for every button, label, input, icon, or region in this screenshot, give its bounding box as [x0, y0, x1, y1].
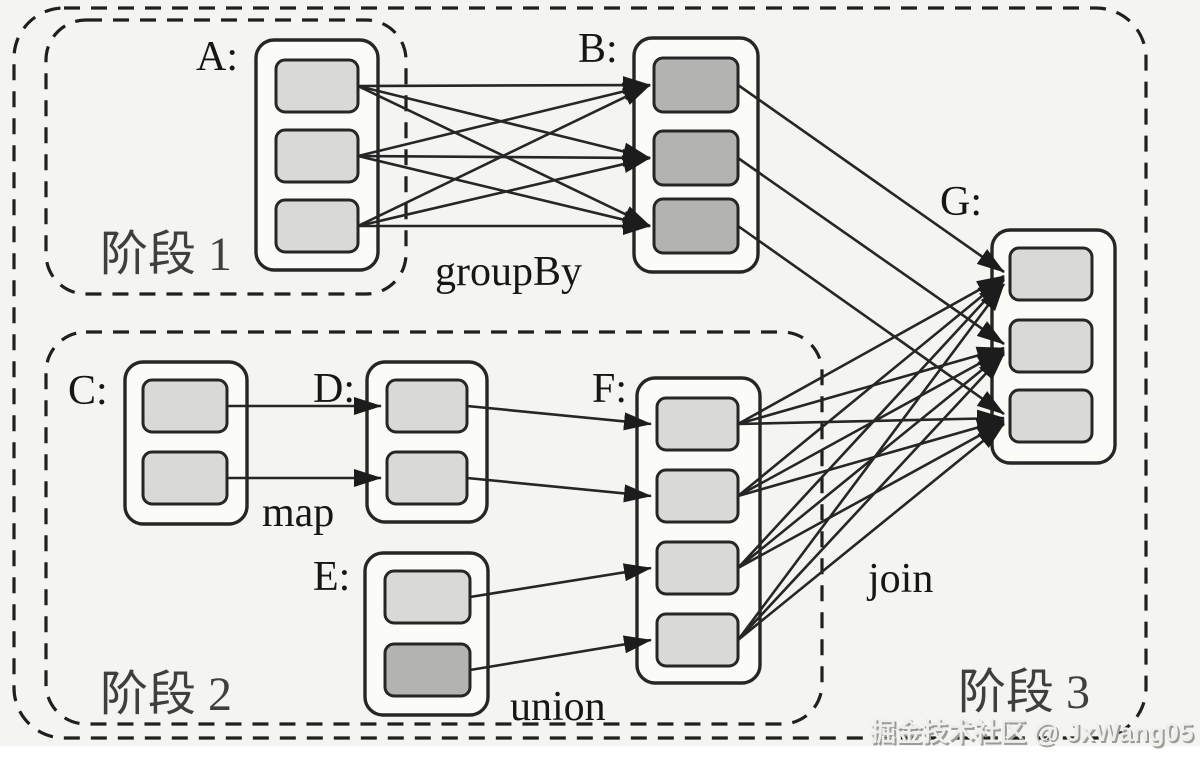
rdd-g-partition-2 [1008, 318, 1094, 374]
rdd-f-partition-1 [655, 396, 740, 452]
watermark-shadow-text: 掘金技术社区 @ JxWang05 [872, 719, 1195, 749]
watermark-text: 掘金技术社区 @ JxWang05 [870, 717, 1193, 747]
stage-1-label: 阶段 1 [100, 228, 232, 281]
rdd-f [635, 376, 762, 685]
union-label: union [510, 684, 606, 730]
map-label: map [262, 490, 334, 536]
rdd-f-partition-4 [655, 612, 740, 668]
stage-3-boundary [12, 6, 1148, 740]
rdd-a-label: A: [196, 34, 238, 80]
edges-join-b-to-g [737, 83, 1005, 416]
rdd-f-partition-2 [655, 468, 740, 524]
rdd-b-label: B: [578, 26, 618, 72]
rdd-c [123, 360, 249, 526]
rdd-g-label: G: [940, 179, 982, 225]
rdd-f-partition-3 [655, 540, 740, 596]
rdd-a-partition-1 [274, 58, 360, 114]
rdd-b-partition-1 [652, 56, 740, 114]
page-bottom-strip [0, 746, 1200, 764]
watermark: 掘金技术社区 @ JxWang05 掘金技术社区 @ JxWang05 [870, 717, 1195, 749]
rdd-a [254, 38, 380, 272]
rdd-c-label: C: [68, 368, 108, 414]
stage-2-label: 阶段 2 [100, 668, 232, 721]
rdd-g-partition-1 [1008, 246, 1094, 302]
edges-union-e-to-f [469, 563, 652, 672]
rdd-d-label: D: [313, 366, 355, 412]
rdd-a-partition-2 [274, 128, 360, 184]
stage-3-label: 阶段 3 [958, 666, 1090, 719]
rdd-e-label: E: [313, 554, 350, 600]
edges-join-f-to-g [736, 274, 1006, 642]
rdd-b-partition-2 [652, 129, 740, 187]
edges-groupby-a-to-b [357, 76, 651, 235]
rdd-e-partition-1 [383, 569, 472, 625]
rdd-b [632, 36, 760, 274]
rdd-b-partition-3 [652, 197, 740, 255]
rdd-d-partition-2 [385, 450, 469, 506]
rdd-c-partition-2 [141, 450, 229, 506]
rdd-d [365, 360, 489, 524]
rdd-f-container [635, 376, 762, 685]
edges-union-d-to-f [466, 404, 652, 503]
rdd-g-partition-3 [1008, 388, 1094, 444]
groupby-label: groupBy [435, 249, 582, 295]
rdd-g [990, 228, 1117, 465]
rdd-f-label: F: [592, 366, 627, 412]
rdd-a-partition-3 [274, 198, 360, 254]
rdd-e-partition-2 [383, 642, 472, 698]
edges-map-c-to-d [227, 397, 382, 487]
rdd-d-partition-1 [385, 378, 469, 434]
rdd-c-partition-1 [141, 378, 229, 434]
join-label: join [866, 556, 933, 602]
rdd-e [363, 551, 490, 717]
